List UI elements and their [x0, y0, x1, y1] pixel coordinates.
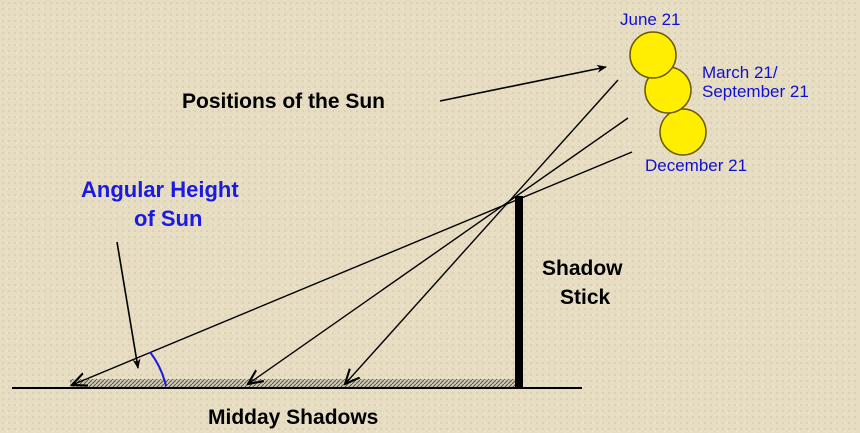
label-positions-of-sun: Positions of the Sun	[182, 90, 385, 113]
label-december: December 21	[645, 156, 747, 175]
ray-june	[345, 79, 619, 384]
label-midday-shadows: Midday Shadows	[208, 406, 378, 429]
label-september: September 21	[702, 82, 809, 101]
ray-december	[72, 151, 633, 385]
shadow-strip	[70, 379, 518, 387]
label-stick: Stick	[560, 286, 611, 309]
sun-pointer-arrow	[439, 64, 607, 102]
shadow-stick	[515, 196, 523, 388]
ray-march	[248, 117, 629, 384]
label-of-sun: of Sun	[134, 206, 202, 231]
sun-june	[629, 31, 677, 79]
label-shadow: Shadow	[542, 257, 623, 280]
angle-pointer-arrow	[116, 241, 141, 369]
label-june: June 21	[620, 10, 681, 29]
label-march: March 21/	[702, 63, 778, 82]
label-angular-height: Angular Height	[81, 177, 239, 202]
angle-arc	[149, 351, 167, 387]
sun-december	[659, 108, 707, 156]
